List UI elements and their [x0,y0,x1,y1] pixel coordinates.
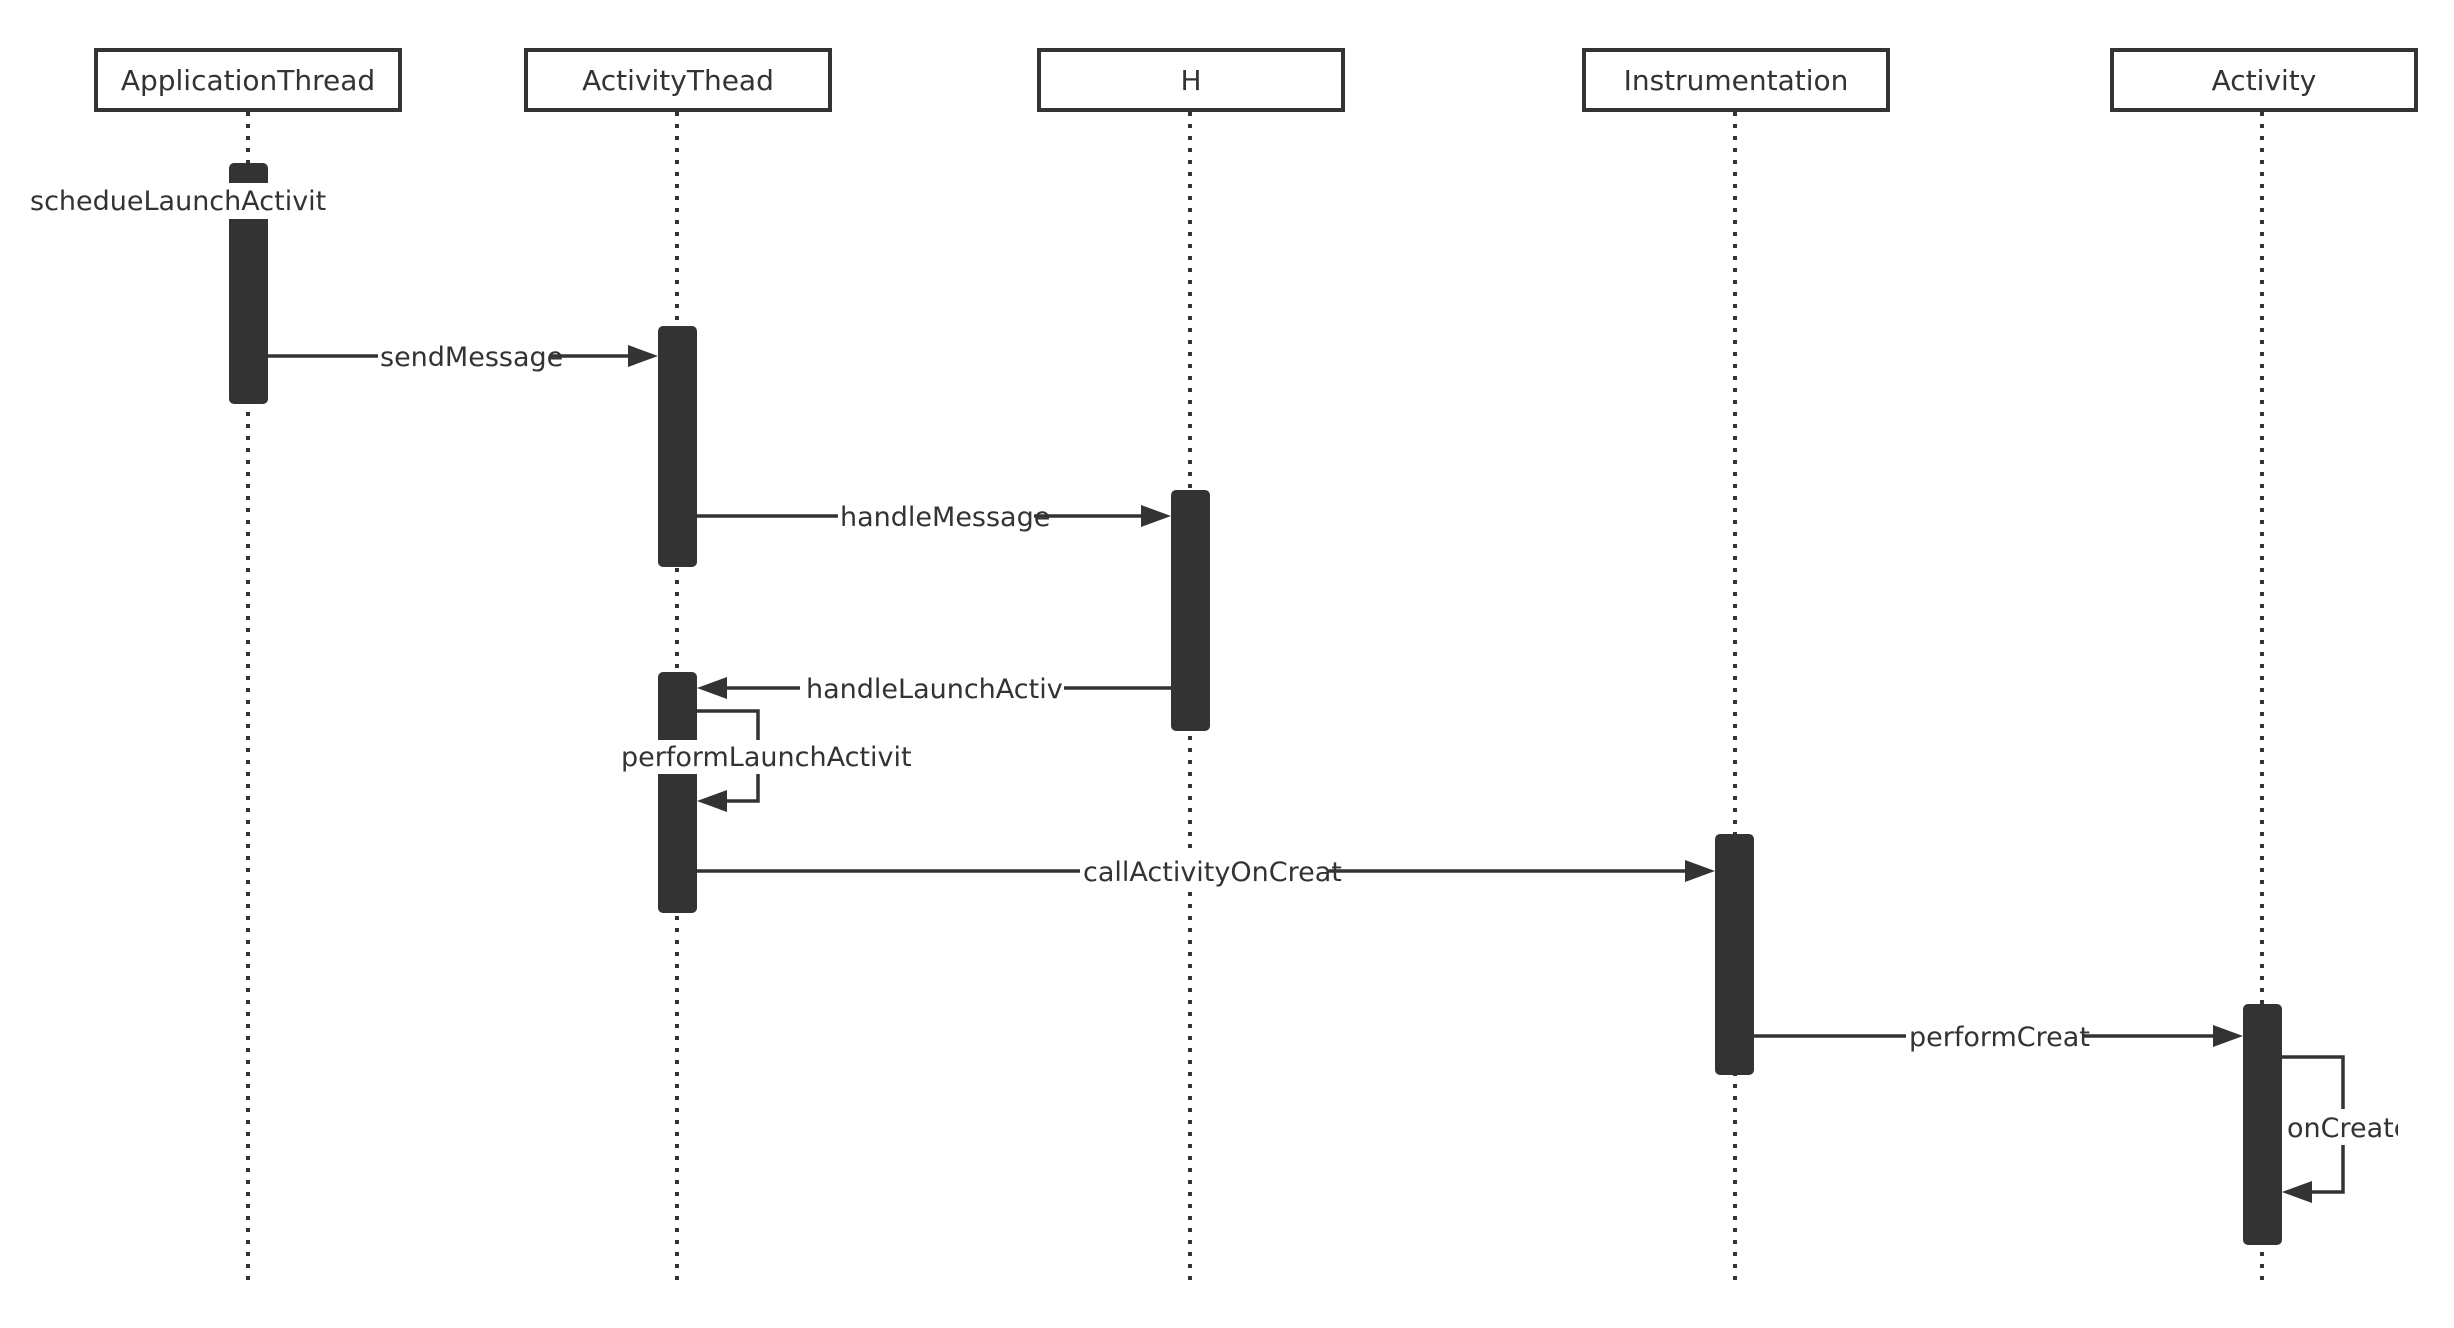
message-label: callActivityOnCreat [1083,857,1342,888]
message-handlelaunchactivity: handleLaunchActivity [697,672,1171,706]
message-label: sendMessage [380,342,563,373]
activation-instrumentation [1715,834,1754,1075]
participant-h: H [1037,48,1345,112]
message-label: schedueLaunchActivit [30,186,326,217]
participant-label: ActivityThead [582,64,774,97]
participant-label: Activity [2212,64,2317,97]
message-oncreate: onCreate [2282,1055,2410,1203]
activations [229,163,2282,1245]
message-callactivityoncreate: callActivityOnCreat [697,854,1715,888]
message-sendmessage: sendMessage [268,340,658,374]
message-label: handleLaunchActivity [806,674,1097,705]
message-performlaunchactivity: performLaunchActivit [620,709,912,812]
message-schedulelaunchactivity: schedueLaunchActivit [30,183,326,219]
activation-h [1171,490,1210,731]
message-label: handleMessage [840,502,1050,533]
participant-activitythead: ActivityThead [524,48,832,112]
activation-activity [2243,1004,2282,1245]
lifelines [246,112,2264,1285]
message-label: performLaunchActivit [621,742,912,773]
participant-instrumentation: Instrumentation [1582,48,1890,112]
message-performcreate: performCreat [1754,1019,2243,1053]
participant-label: ApplicationThread [121,64,375,97]
activation-activitythead-2 [658,672,697,913]
participant-label: H [1180,64,1201,97]
message-handlemessage: handleMessage [697,499,1171,533]
participant-activity: Activity [2110,48,2418,112]
activation-applicationthread [229,163,268,404]
participant-label: Instrumentation [1624,64,1849,97]
participant-applicationthread: ApplicationThread [94,48,402,112]
activation-activitythead-1 [658,326,697,567]
message-label: performCreat [1909,1022,2090,1053]
message-label: onCreate [2287,1113,2410,1144]
